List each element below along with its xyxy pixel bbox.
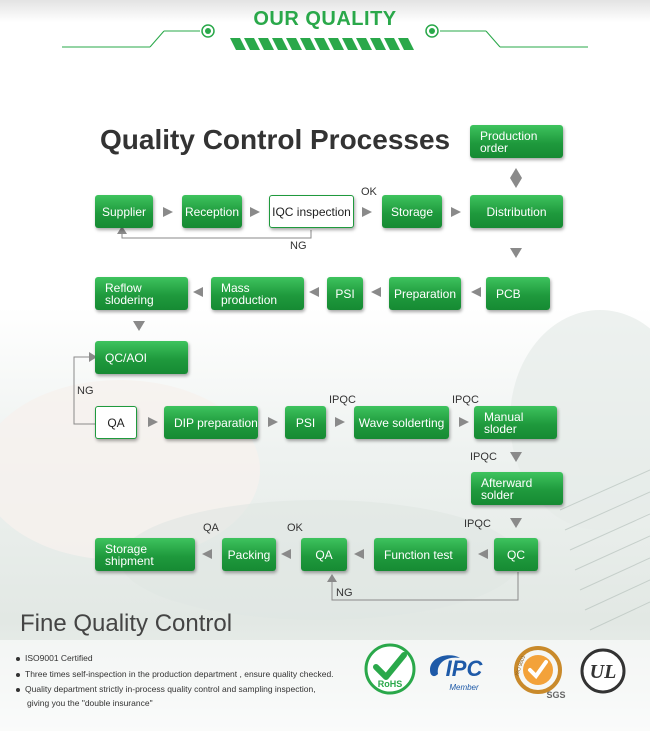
node-psi-2: PSI bbox=[285, 406, 326, 439]
node-qc: QC bbox=[494, 538, 538, 571]
ng-arrowhead-qa bbox=[327, 574, 337, 582]
arrow-qa-packing bbox=[281, 549, 291, 559]
ng-loop-qa bbox=[73, 356, 95, 425]
svg-text:Member: Member bbox=[449, 683, 479, 692]
label-ok-qa: OK bbox=[287, 522, 303, 534]
label-ipqc-manual: IPQC bbox=[452, 394, 479, 406]
label-ng-qa: NG bbox=[77, 385, 94, 397]
arrow-supplier-reception bbox=[163, 207, 173, 217]
label-ipqc-afterward: IPQC bbox=[470, 451, 497, 463]
ng-loop-qc bbox=[331, 572, 519, 601]
node-wave-soldering: Wave solderting bbox=[354, 406, 449, 439]
header-decoration bbox=[62, 24, 588, 50]
arrow-psi-wave bbox=[335, 417, 345, 427]
svg-text:UL: UL bbox=[590, 661, 617, 683]
svg-text:SGS: SGS bbox=[546, 690, 565, 700]
arrow-dip-psi bbox=[268, 417, 278, 427]
arrow-distribution-pcb bbox=[510, 248, 522, 258]
node-psi-1: PSI bbox=[327, 277, 363, 310]
label-ng-iqc: NG bbox=[290, 240, 307, 252]
node-reflow-soldering: Reflow slodering bbox=[95, 277, 188, 310]
arrow-qc-function bbox=[478, 549, 488, 559]
fine-quality-title: Fine Quality Control bbox=[20, 610, 233, 637]
bullet-dot-icon bbox=[16, 687, 20, 692]
arrow-reception-iqc bbox=[250, 207, 260, 217]
node-qc-aoi: QC/AOI bbox=[95, 341, 188, 374]
bullet-continuation: giving you the "double insurance" bbox=[27, 698, 153, 708]
label-ok-storage: OK bbox=[361, 186, 377, 198]
arrow-function-qa bbox=[354, 549, 364, 559]
node-pcb: PCB bbox=[486, 277, 550, 310]
node-preparation: Preparation bbox=[389, 277, 461, 310]
node-iqc-inspection: IQC inspection bbox=[269, 195, 354, 228]
node-manual-soldering: Manual sloder bbox=[474, 406, 557, 439]
arrow-psi-mass bbox=[309, 287, 319, 297]
banner-title: OUR QUALITY bbox=[253, 8, 397, 30]
arrow-preparation-psi bbox=[371, 287, 381, 297]
arrow-storage-distribution bbox=[451, 207, 461, 217]
node-supplier: Supplier bbox=[95, 195, 153, 228]
node-afterward-solder: Afterward solder bbox=[471, 472, 563, 505]
node-function-test: Function test bbox=[374, 538, 467, 571]
arrow-packing-storage bbox=[202, 549, 212, 559]
svg-text:IPC: IPC bbox=[446, 656, 484, 681]
node-storage: Storage bbox=[382, 195, 442, 228]
arrow-mass-reflow bbox=[193, 287, 203, 297]
node-qa-2: QA bbox=[301, 538, 347, 571]
rohs-logo-icon: RoHS bbox=[364, 643, 416, 695]
ul-logo-icon: UL bbox=[580, 648, 626, 694]
arrow-qa-dip bbox=[148, 417, 158, 427]
label-ng-qc: NG bbox=[336, 587, 353, 599]
node-dip-preparation: DIP preparation bbox=[164, 406, 258, 439]
arrow-order-distribution bbox=[510, 168, 522, 188]
bullet-dot-icon bbox=[16, 656, 20, 661]
arrow-reflow-qcaoi bbox=[133, 321, 145, 331]
ng-arrowhead-qcaoi bbox=[89, 352, 97, 362]
ng-arrowhead-supplier bbox=[117, 226, 127, 234]
bullet-item: Three times self-inspection in the produ… bbox=[16, 669, 334, 679]
node-reception: Reception bbox=[182, 195, 242, 228]
label-ipqc-wave: IPQC bbox=[329, 394, 356, 406]
node-storage-shipment: Storage shipment bbox=[95, 538, 195, 571]
bullet-item: ISO9001 Certified bbox=[16, 653, 93, 663]
page-title: Quality Control Processes bbox=[100, 124, 451, 155]
label-ipqc-qc: IPQC bbox=[464, 518, 491, 530]
arrow-wave-manual bbox=[459, 417, 469, 427]
sgs-iso-logo-icon: ISO 9001 SGS bbox=[514, 646, 566, 700]
arrow-iqc-storage bbox=[362, 207, 372, 217]
ipc-logo-icon: IPC Member bbox=[430, 655, 484, 692]
bullet-dot-icon bbox=[16, 672, 20, 677]
arrow-pcb-preparation bbox=[471, 287, 481, 297]
node-distribution: Distribution bbox=[470, 195, 563, 228]
ng-loop-iqc bbox=[121, 230, 312, 239]
label-qa-packing: QA bbox=[203, 522, 219, 534]
svg-text:RoHS: RoHS bbox=[378, 679, 403, 689]
arrow-afterward-qc bbox=[510, 518, 522, 528]
node-production-order: Production order bbox=[470, 125, 563, 158]
node-qa-1: QA bbox=[95, 406, 137, 439]
node-mass-production: Mass production bbox=[211, 277, 304, 310]
arrow-manual-afterward bbox=[510, 452, 522, 462]
node-packing: Packing bbox=[222, 538, 276, 571]
bullet-item: Quality department strictly in-process q… bbox=[16, 684, 316, 694]
